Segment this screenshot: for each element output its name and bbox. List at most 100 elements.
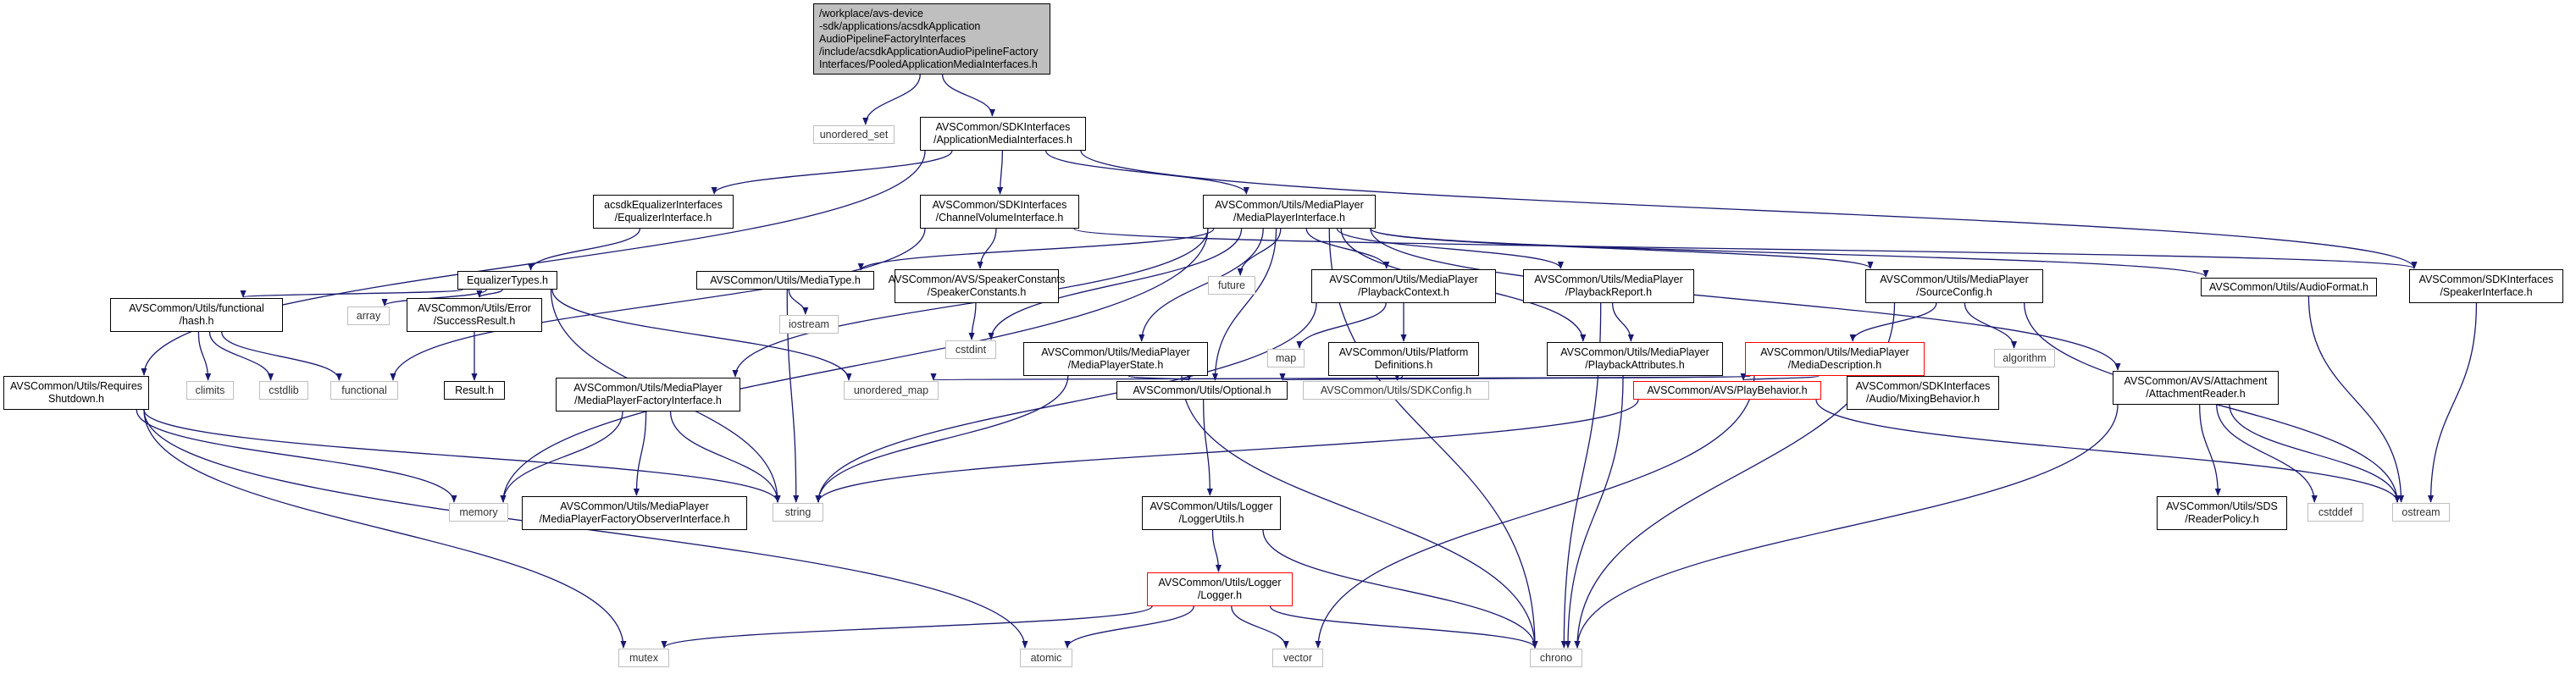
edge-requires_shutdown-to-string <box>143 409 781 503</box>
node-optional[interactable]: AVSCommon/Utils/Optional.h <box>1116 381 1288 400</box>
node-media-player-factory-observer[interactable]: AVSCommon/Utils/MediaPlayer/MediaPlayerF… <box>522 496 747 530</box>
edge-attachment_reader-to-ostream <box>2229 404 2401 503</box>
node-algorithm[interactable]: algorithm <box>1994 349 2055 367</box>
edge-media_player_if-to-optional <box>1211 228 1277 381</box>
node-map[interactable]: map <box>1267 349 1305 367</box>
edge-logger-to-atomic <box>1064 605 1194 649</box>
node-chrono[interactable]: chrono <box>1530 649 1582 667</box>
edge-mp_factory_if-to-mp_factory_observer <box>633 411 647 496</box>
edge-audio_format-to-ostream <box>2307 296 2405 503</box>
node-playback-report[interactable]: AVSCommon/Utils/MediaPlayer/PlaybackRepo… <box>1523 269 1694 303</box>
node-equalizer-interface[interactable]: acsdkEqualizerInterfaces/EqualizerInterf… <box>593 195 734 229</box>
node-climits[interactable]: climits <box>186 381 234 400</box>
edge-app_media-to-media_player_if <box>1045 150 1249 195</box>
node-source-config[interactable]: AVSCommon/Utils/MediaPlayer/SourceConfig… <box>1865 269 2043 303</box>
edge-app_media-to-eq_interface <box>711 150 953 195</box>
edge-media_player_if-to-media_type <box>857 228 1215 271</box>
edge-media_player_state-to-optional <box>1127 373 1193 381</box>
node-speaker-interface[interactable]: AVSCommon/SDKInterfaces/SpeakerInterface… <box>2409 269 2563 303</box>
edge-play_behavior-to-string <box>815 399 1639 503</box>
edge-channel_volume-to-speaker_interface <box>1073 228 2418 269</box>
node-vector[interactable]: vector <box>1272 649 1323 667</box>
node-cstddef[interactable]: cstddef <box>2307 503 2363 522</box>
node-iostream[interactable]: iostream <box>779 315 839 334</box>
node-memory[interactable]: memory <box>449 503 508 522</box>
edge-media_player_if-to-audio_format <box>1370 228 2209 278</box>
node-attachment-reader[interactable]: AVSCommon/AVS/Attachment/AttachmentReade… <box>2113 371 2279 405</box>
node-channel-volume-interface[interactable]: AVSCommon/SDKInterfaces/ChannelVolumeInt… <box>920 195 1079 229</box>
edge-mp_factory_if-to-string <box>669 411 781 503</box>
edge-media_player_if-to-playback_context <box>1305 228 1390 269</box>
node-functional[interactable]: functional <box>330 381 398 400</box>
edge-logger_utils-to-logger <box>1211 529 1222 572</box>
edge-optional-to-logger_utils <box>1203 399 1213 496</box>
node-unordered-set[interactable]: unordered_set <box>813 125 895 144</box>
node-result[interactable]: Result.h <box>444 381 505 400</box>
edge-requires_shutdown-to-memory <box>136 409 457 503</box>
dependency-edges <box>136 74 2478 649</box>
edge-channel_volume-to-speaker_constants <box>977 228 997 269</box>
edge-app_media-to-speaker_interface <box>1080 150 2418 269</box>
node-media-player-factory-interface[interactable]: AVSCommon/Utils/MediaPlayer/MediaPlayerF… <box>556 378 740 412</box>
edge-playback_attributes-to-chrono <box>1565 375 1624 649</box>
node-logger-utils[interactable]: AVSCommon/Utils/Logger/LoggerUtils.h <box>1142 496 1281 530</box>
node-audio-format[interactable]: AVSCommon/Utils/AudioFormat.h <box>2201 278 2377 296</box>
node-cstdint[interactable]: cstdint <box>945 340 996 359</box>
edge-logger-to-vector <box>1231 605 1289 649</box>
edge-media_type-to-iostream <box>788 289 809 315</box>
edge-attachment_reader-to-cstddef <box>2216 404 2318 503</box>
node-play-behavior[interactable]: AVSCommon/AVS/PlayBehavior.h <box>1633 381 1821 400</box>
edge-media_player_if-to-playback_report <box>1336 228 1564 269</box>
node-string[interactable]: string <box>773 503 823 522</box>
edge-eq_types-to-functional_hash <box>240 289 463 298</box>
edge-media_player_if-to-media_player_state <box>1138 228 1264 342</box>
node-mutex[interactable]: mutex <box>618 649 669 667</box>
edge-media_description-to-vector <box>1315 375 1755 649</box>
node-media-player-state[interactable]: AVSCommon/Utils/MediaPlayer/MediaPlayerS… <box>1023 342 1208 376</box>
node-atomic[interactable]: atomic <box>1020 649 1072 667</box>
node-root-header[interactable]: /workplace/avs-device-sdk/applications/a… <box>813 3 1050 75</box>
edge-eq_types-to-unordered_map <box>551 289 852 381</box>
edge-source_config-to-algorithm <box>1964 302 2018 349</box>
node-playback-context[interactable]: AVSCommon/Utils/MediaPlayer/PlaybackCont… <box>1311 269 1496 303</box>
node-application-media-interfaces[interactable]: AVSCommon/SDKInterfaces/ApplicationMedia… <box>920 117 1086 151</box>
node-media-type[interactable]: AVSCommon/Utils/MediaType.h <box>696 271 874 290</box>
edge-media_player_if-to-cstdint <box>988 228 1243 340</box>
node-sdk-config[interactable]: AVSCommon/Utils/SDKConfig.h <box>1303 381 1489 400</box>
edge-speaker_constants-to-cstdint <box>968 302 977 340</box>
edge-media_player_state-to-chrono <box>1181 375 1538 649</box>
edge-mp_factory_if-to-memory <box>500 411 623 503</box>
edge-playback_context-to-string <box>815 302 1317 503</box>
node-functional-hash[interactable]: AVSCommon/Utils/functional/hash.h <box>110 298 283 332</box>
node-playback-attributes[interactable]: AVSCommon/Utils/MediaPlayer/PlaybackAttr… <box>1547 342 1723 376</box>
edge-media_description-to-play_behavior <box>1740 373 1820 381</box>
edge-playback_context-to-map <box>1296 302 1387 349</box>
node-unordered-map[interactable]: unordered_map <box>844 381 939 400</box>
node-equalizer-types[interactable]: EqualizerTypes.h <box>457 271 557 290</box>
edge-playback_report-to-playback_attributes <box>1612 302 1634 342</box>
edge-app_media-to-requires_shutdown <box>141 150 926 376</box>
edge-eq_types-to-success_result <box>476 289 503 298</box>
edge-functional_hash-to-functional <box>221 331 342 381</box>
node-media-description[interactable]: AVSCommon/Utils/MediaPlayer/MediaDescrip… <box>1745 342 1925 376</box>
node-logger[interactable]: AVSCommon/Utils/Logger/Logger.h <box>1147 572 1293 606</box>
node-reader-policy[interactable]: AVSCommon/Utils/SDS/ReaderPolicy.h <box>2157 496 2287 530</box>
edge-media_player_state-to-string <box>815 375 1069 503</box>
edge-eq_types-to-array <box>381 289 488 307</box>
node-success-result[interactable]: AVSCommon/Utils/Error/SuccessResult.h <box>407 298 542 332</box>
edge-eq_interface-to-eq_types <box>528 228 641 271</box>
node-speaker-constants[interactable]: AVSCommon/AVS/SpeakerConstants/SpeakerCo… <box>889 269 1065 303</box>
node-media-player-interface[interactable]: AVSCommon/Utils/MediaPlayer/MediaPlayerI… <box>1203 195 1376 229</box>
edge-media_player_if-to-future <box>1237 228 1282 276</box>
node-ostream[interactable]: ostream <box>2392 503 2450 522</box>
node-array[interactable]: array <box>347 307 390 325</box>
node-mixing-behavior[interactable]: AVSCommon/SDKInterfaces/Audio/MixingBeha… <box>1847 376 1999 410</box>
node-cstdlib[interactable]: cstdlib <box>259 381 308 400</box>
edge-requires_shutdown-to-mutex <box>143 409 627 649</box>
node-future[interactable]: future <box>1208 276 1255 295</box>
edge-root-to-unordered_set <box>862 74 921 125</box>
edge-media_player_if-to-attachment_reader <box>1370 228 2121 371</box>
